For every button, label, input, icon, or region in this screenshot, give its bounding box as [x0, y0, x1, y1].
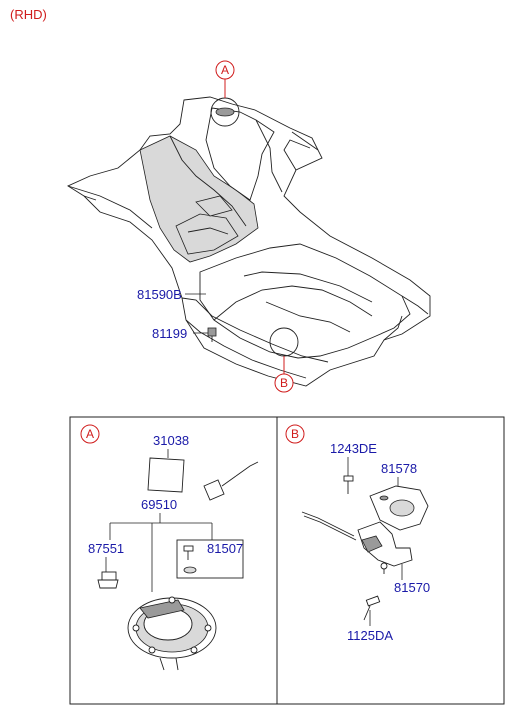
bolt-1243de-drawing [343, 475, 354, 494]
floor-panel-drawing [67, 96, 431, 387]
detail-b-panel: B 1243DE 81578 81570 11 [285, 424, 430, 643]
bolt-1125da-drawing [363, 595, 381, 621]
callout-a-label: A [221, 63, 229, 77]
clip-81199-drawing [207, 327, 217, 342]
part-label-81570[interactable]: 81570 [394, 580, 430, 595]
screw-87551-drawing [97, 571, 119, 589]
part-label-81590b[interactable]: 81590B [137, 287, 182, 302]
bracket-81570-drawing [357, 521, 413, 574]
detail-frame [69, 416, 505, 705]
callout-b-marker[interactable]: B [269, 327, 299, 393]
part-label-81578[interactable]: 81578 [381, 461, 417, 476]
bolt-81507-drawing [183, 545, 197, 574]
part-label-69510[interactable]: 69510 [141, 497, 177, 512]
part-label-1243de[interactable]: 1243DE [330, 441, 377, 456]
part-81507-box [176, 539, 244, 579]
detail-a-panel: A 31038 69510 87551 81507 [80, 424, 259, 671]
rhd-label: (RHD) [10, 7, 47, 22]
part-label-87551[interactable]: 87551 [88, 541, 124, 556]
pad-31038-drawing [147, 457, 185, 493]
callout-a-marker[interactable]: A [210, 60, 240, 127]
detail-b-badge: B [291, 427, 299, 441]
detail-a-badge: A [86, 427, 94, 441]
part-label-31038[interactable]: 31038 [153, 433, 189, 448]
callout-b-label: B [280, 376, 288, 390]
part-label-1125da[interactable]: 1125DA [347, 628, 393, 643]
filler-housing-drawing [127, 596, 217, 671]
part-label-81507[interactable]: 81507 [207, 541, 243, 556]
part-label-81199[interactable]: 81199 [152, 326, 187, 341]
